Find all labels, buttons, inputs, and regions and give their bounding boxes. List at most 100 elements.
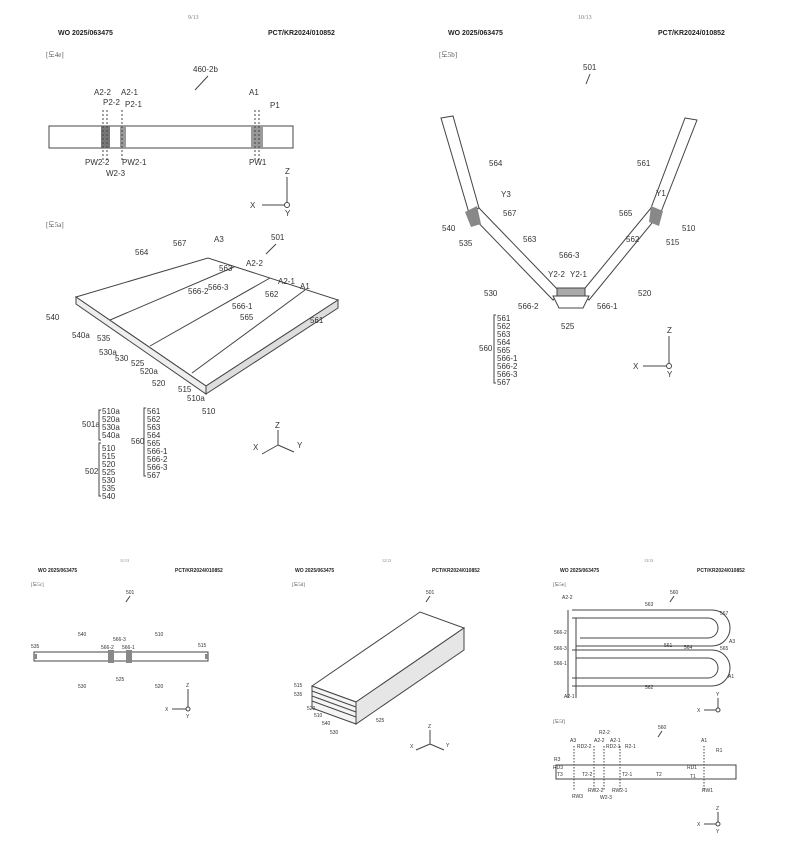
figure-id-5d: [도5d] (292, 583, 305, 588)
reference-label: RW2-2 (588, 788, 604, 794)
reference-label: Y (297, 441, 303, 450)
reference-label: 501 (583, 63, 597, 72)
reference-label: 564 (135, 248, 149, 257)
figure-5e-drawing: 560 A2-2 563 567 566-2 A3 566-3 561 564 … (554, 590, 735, 714)
reference-label: 563 (497, 330, 511, 339)
reference-label: 567 (173, 239, 187, 248)
reference-label: 567 (497, 378, 511, 387)
patent-sheet-9: 9/13 WO 2025/063475 PCT/KR2024/010852 [도… (0, 0, 393, 520)
page-number: 11/13 (120, 558, 129, 563)
reference-label: T1 (690, 774, 696, 780)
page-number: 10/13 (578, 15, 592, 21)
reference-label: 520a (140, 367, 158, 376)
figure-id-5e: [도5e] (553, 583, 566, 588)
reference-label: 515 (294, 683, 303, 689)
header-application-number: PCT/KR2024/010852 (658, 30, 725, 37)
reference-label: T2 (656, 772, 662, 778)
reference-label: 501 (126, 590, 135, 596)
header-application-number: PCT/KR2024/010852 (697, 568, 745, 574)
reference-label: Y (446, 743, 450, 749)
reference-label: 520 (638, 289, 652, 298)
reference-label: 501 (426, 590, 435, 596)
reference-label: 566-3 (147, 463, 168, 472)
reference-label: 510 (102, 444, 116, 453)
reference-label: 566-3 (554, 646, 567, 652)
reference-label: X (165, 707, 169, 713)
reference-label: T2-2 (582, 772, 593, 778)
ref-460-2b: 460-2b (193, 65, 218, 74)
reference-label: 562 (626, 235, 640, 244)
reference-label: A2-1 (564, 694, 575, 700)
reference-label: 566-1 (497, 354, 518, 363)
reference-label: 566-3 (113, 637, 126, 643)
header-publication-number: WO 2025/063475 (38, 568, 78, 574)
pattern-p1 (251, 126, 263, 148)
reference-label: 530 (102, 476, 116, 485)
reference-label: 567 (720, 611, 729, 617)
reference-label: 515 (178, 385, 192, 394)
reference-label: RD1 (687, 765, 697, 771)
figure-id-5f: [도5f] (553, 720, 566, 725)
reference-label: 564 (147, 431, 161, 440)
header-application-number: PCT/KR2024/010852 (268, 30, 335, 37)
reference-label: P2-2 (103, 98, 120, 107)
figure-4e-drawing: 460-2b A2-2 A2-1 P2-2 P2-1 A1 P1 PW2-2 P… (48, 65, 294, 218)
reference-label: 520 (152, 379, 166, 388)
reference-label: Z (285, 167, 290, 176)
reference-label: 560 (131, 437, 145, 446)
pattern-p2-1 (120, 126, 126, 148)
reference-label: Y2-1 (570, 270, 587, 279)
reference-label: Y (716, 692, 720, 698)
reference-label: 567 (147, 471, 161, 480)
reference-label: A2-2 (562, 595, 573, 601)
reference-label: A2-2 (594, 738, 605, 744)
reference-label: 566-2 (497, 362, 518, 371)
reference-label: X (697, 708, 701, 714)
reference-label: X (697, 822, 701, 828)
reference-label: 502 (85, 467, 99, 476)
reference-label: 565 (720, 646, 729, 652)
reference-label: 566-1 (147, 447, 168, 456)
page-number: 9/13 (188, 15, 199, 21)
reference-label: X (633, 362, 639, 371)
reference-label: T3 (557, 772, 563, 778)
reference-label: Z (667, 326, 672, 335)
reference-label: 566-1 (597, 302, 618, 311)
reference-label: 515 (666, 238, 680, 247)
reference-label: 565 (497, 346, 511, 355)
reference-label: Z (428, 724, 431, 730)
reference-label: A1 (728, 674, 734, 680)
reference-label: 530 (115, 354, 129, 363)
patent-sheet-11: 11/13 WO 2025/063475 PCT/KR2024/010852 [… (0, 556, 262, 856)
header-application-number: PCT/KR2024/010852 (175, 568, 223, 574)
reference-label: Z (716, 806, 719, 812)
reference-label: 510 (202, 407, 216, 416)
patent-sheet-12: 12/13 WO 2025/063475 PCT/KR2024/010852 [… (262, 556, 524, 856)
reference-label: 520 (307, 706, 316, 712)
reference-label: 564 (489, 159, 503, 168)
reference-label: 535 (102, 484, 116, 493)
reference-label: 560 (670, 590, 679, 596)
reference-label: X (253, 443, 259, 452)
reference-label: Y (186, 714, 190, 720)
reference-label: 567 (503, 209, 517, 218)
reference-label: 561 (147, 407, 161, 416)
reference-label: 530a (99, 348, 117, 357)
reference-label: 562 (265, 290, 279, 299)
reference-label: RW3 (572, 794, 583, 800)
reference-label: RW2-1 (612, 788, 628, 794)
reference-label: 566-2 (554, 630, 567, 636)
reference-label: 525 (131, 359, 145, 368)
header-publication-number: WO 2025/063475 (58, 30, 113, 37)
reference-label: RD2-2 (577, 744, 592, 750)
reference-label: 566-2 (101, 645, 114, 651)
reference-label: P2-1 (125, 100, 142, 109)
reference-label: A1 (300, 282, 310, 291)
reference-label: Y2-2 (548, 270, 565, 279)
reference-label: A2-2 (94, 88, 111, 97)
reference-label: A2-1 (610, 738, 621, 744)
reference-label: R1 (716, 748, 723, 754)
reference-label: 525 (561, 322, 575, 331)
header-publication-number: WO 2025/063475 (295, 568, 335, 574)
reference-label: 566-2 (147, 455, 168, 464)
